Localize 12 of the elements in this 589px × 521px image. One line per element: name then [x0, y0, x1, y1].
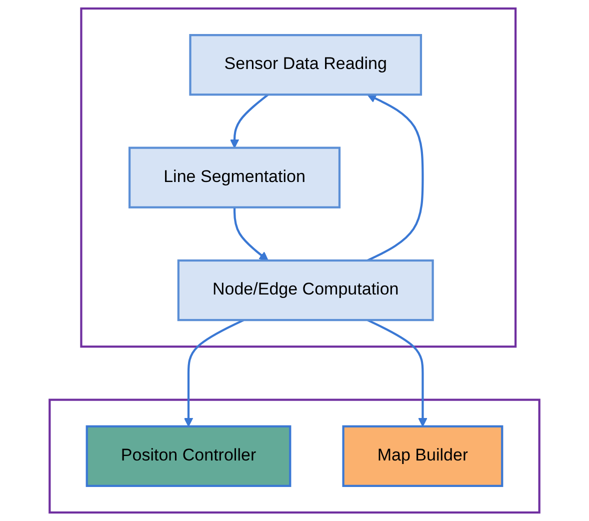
node-box: Positon Controller — [86, 425, 292, 487]
cluster — [48, 398, 540, 514]
arrow — [367, 319, 428, 427]
node-box: Node/Edge Computation — [177, 259, 434, 322]
arrow — [230, 94, 269, 148]
arrow — [367, 94, 424, 262]
node-box: Line Segmentation — [128, 146, 341, 208]
arrow — [233, 207, 268, 261]
cluster — [80, 7, 517, 348]
node-box: Sensor Data Reading — [189, 34, 422, 96]
arrow — [184, 319, 244, 427]
node-box: Map Builder — [342, 425, 504, 487]
